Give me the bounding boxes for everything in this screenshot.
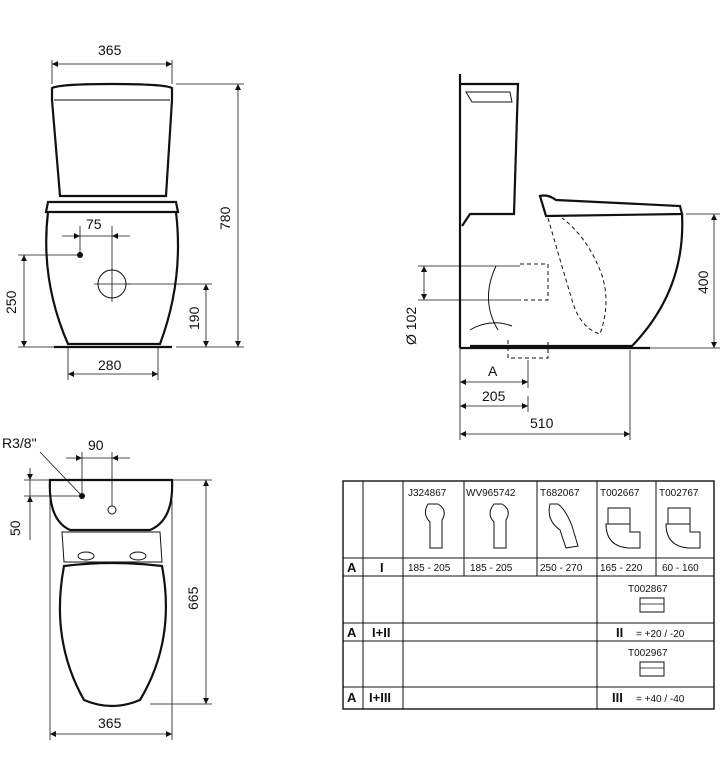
ext1-value: = +20 / -20 [636,629,685,640]
front-width-label: 365 [98,42,122,58]
row-main-a-label: A [347,560,357,575]
dim-205-label: 205 [482,388,506,404]
seat-height-label: 400 [695,270,711,294]
front-outlet-center-label: 190 [186,306,202,330]
top-inlet-offset-label: 90 [88,437,104,453]
ext2-value: = +40 / -40 [636,694,685,705]
ext2-code: T002967 [628,648,668,659]
front-inlet-offset-label: 75 [86,216,102,232]
front-height-label: 780 [217,206,233,230]
row-main-roman-label: I [380,560,384,575]
code-3: T682067 [540,488,580,499]
row-ext1-a-label: A [347,625,357,640]
top-length-label: 665 [185,586,201,610]
front-outlet-height-label: 250 [3,290,19,314]
ext2-roman: III [612,690,623,705]
ext1-roman: II [616,625,623,640]
side-view [418,74,720,440]
code-1: J324867 [408,488,447,499]
range-4: 165 - 220 [600,563,643,574]
range-2: 185 - 205 [470,563,513,574]
front-view [18,60,244,380]
row-ext2-a-label: A [347,690,357,705]
code-4: T002667 [600,488,640,499]
depth-total-label: 510 [530,415,554,431]
code-5: T002767 [659,488,699,499]
top-width-label: 365 [98,715,122,731]
top-view [24,451,212,740]
dim-a-label: A [488,363,498,379]
pipe-diameter-label: Ø 102 [403,307,419,345]
front-base-width-label: 280 [98,357,122,373]
row-ext1-roman-label: I+II [372,625,390,640]
row-ext2-roman-label: I+III [369,690,391,705]
connector-table [342,480,715,710]
range-5: 60 - 160 [662,563,699,574]
range-1: 185 - 205 [408,563,451,574]
ext1-code: T002867 [628,584,668,595]
thread-label: R3/8" [2,435,37,451]
code-2: WV965742 [466,488,516,499]
top-inlet-depth-label: 50 [7,520,23,536]
range-3: 250 - 270 [540,563,583,574]
